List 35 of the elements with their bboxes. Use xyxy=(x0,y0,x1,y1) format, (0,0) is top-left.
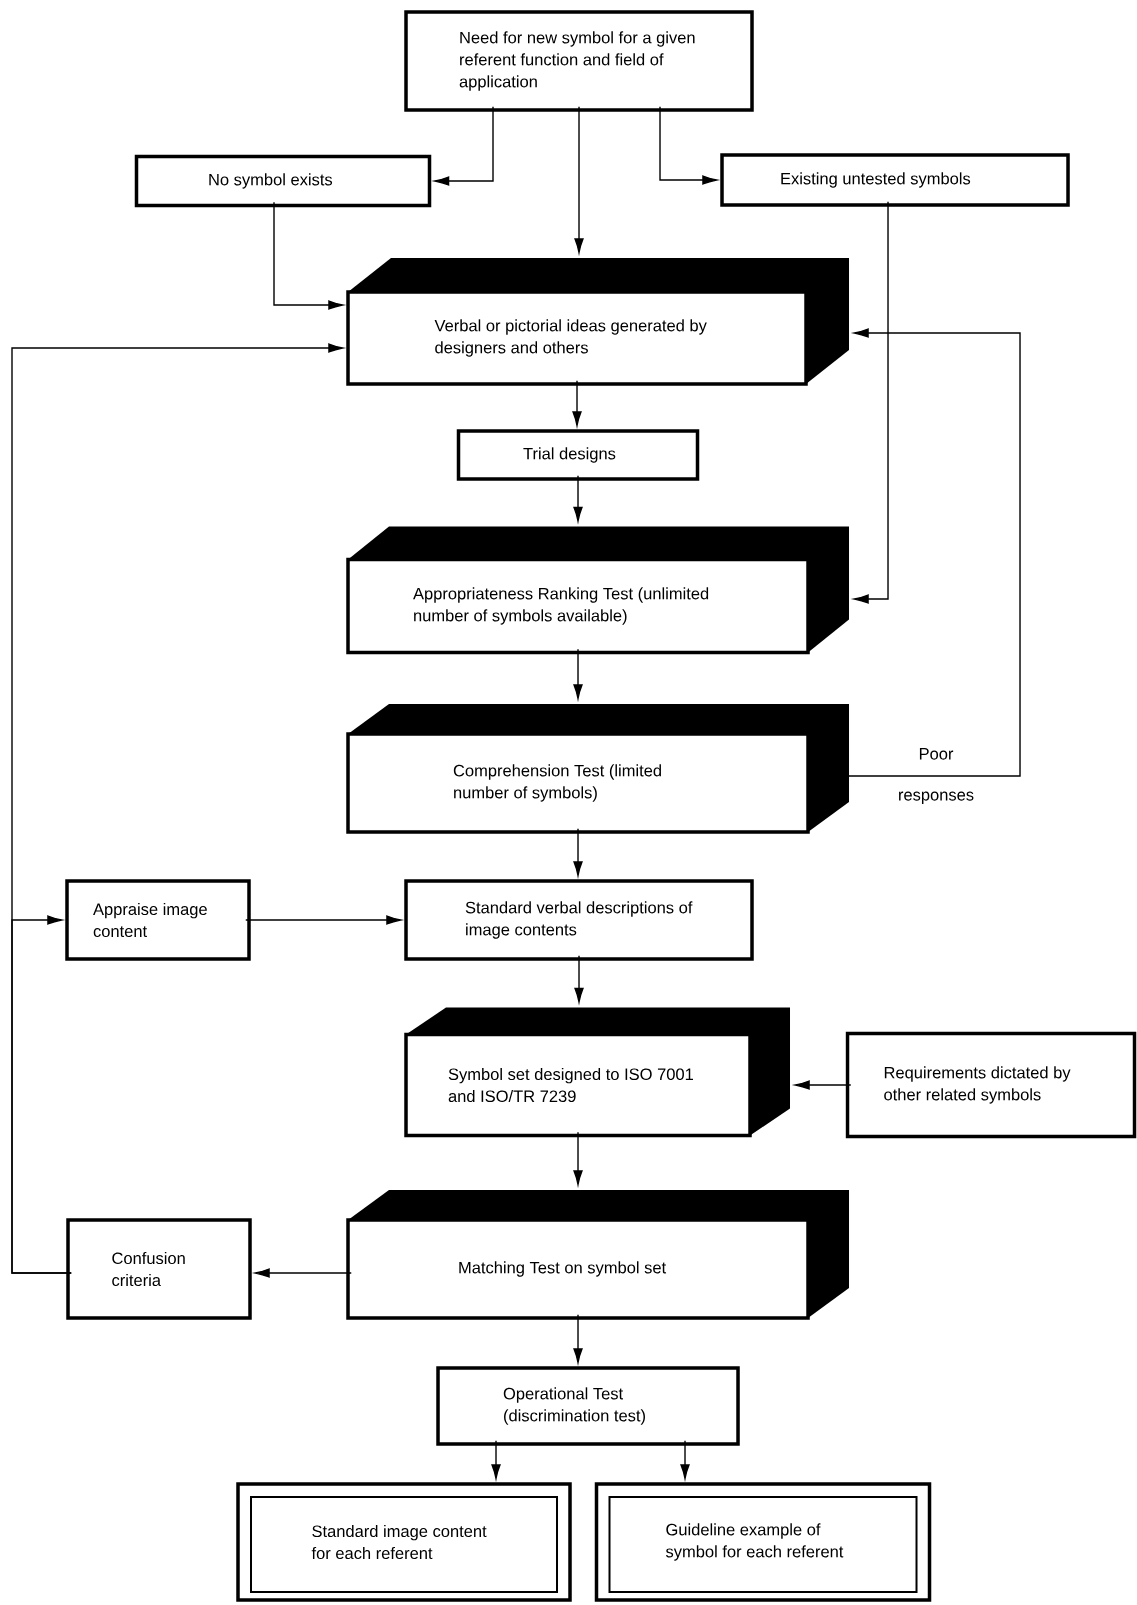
block-box: Matching Test on symbol set xyxy=(346,1190,849,1320)
arrow xyxy=(491,1440,501,1480)
process-box: Requirements dictated by other related symbols xyxy=(845,1031,1137,1139)
process-box: Trial designs xyxy=(456,429,700,481)
process-box: Need for new symbol for a given referent function and field of application xyxy=(404,10,754,112)
arrow xyxy=(573,828,583,877)
process-box: Operational Test (discrimination test) xyxy=(436,1366,740,1446)
arrow xyxy=(853,201,889,604)
arrow xyxy=(573,1131,583,1186)
arrow xyxy=(573,475,583,522)
arrow xyxy=(573,1314,583,1364)
result-box: Standard image content for each referent xyxy=(236,1482,572,1602)
block-box: Symbol set designed to ISO 7001 and ISO/TR 7239 xyxy=(404,1007,790,1138)
block-box: Appropriateness Ranking Test (unlimited number of symbols available) xyxy=(346,526,849,655)
arrow xyxy=(245,915,402,925)
edge-label: Poor responses xyxy=(899,748,974,804)
block-box: Comprehension Test (limited number of symbols) xyxy=(346,704,849,834)
arrow xyxy=(794,1080,852,1090)
arrow xyxy=(573,648,583,700)
arrow xyxy=(659,106,718,185)
arrow xyxy=(254,1268,352,1278)
arrow xyxy=(680,1440,690,1480)
arrow xyxy=(574,955,584,1003)
result-box: Guideline example of symbol for each referent xyxy=(594,1482,932,1602)
process-box: Standard verbal descriptions of image contents xyxy=(404,879,754,961)
arrow xyxy=(273,201,344,310)
arrow xyxy=(11,915,72,1274)
process-box: No symbol exists xyxy=(134,154,432,208)
process-box: Confusion criteria xyxy=(66,1218,252,1320)
block-box: Verbal or pictorial ideas generated by designers and others xyxy=(346,258,849,386)
arrow xyxy=(574,106,584,254)
process-box: Appraise image content xyxy=(65,879,251,961)
process-box: Existing untested symbols xyxy=(720,153,1070,207)
arrow xyxy=(572,380,582,427)
arrow xyxy=(434,106,494,186)
